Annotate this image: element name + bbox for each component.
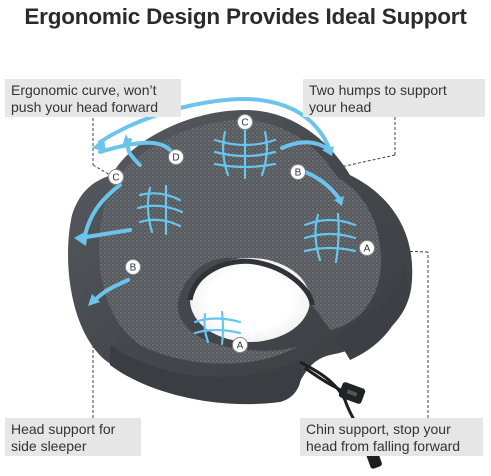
callout-line: Two humps to support (309, 82, 447, 98)
callout-line: Chin support, stop your (306, 421, 451, 437)
airflow-arrow-icon (78, 97, 342, 302)
badge-a-right: A (359, 240, 375, 256)
svg-text:A: A (364, 244, 371, 255)
arrowheads (74, 134, 344, 306)
callout-line: side sleeper (11, 438, 87, 454)
callout-line: push your head forward (11, 99, 159, 115)
badge-a-bottom: A (232, 337, 248, 353)
callout-line: your head (309, 99, 372, 115)
svg-text:D: D (172, 153, 179, 164)
badge-b-right: B (290, 164, 306, 180)
callout-chin-support: Chin support, stop your head from fallin… (300, 418, 483, 456)
callout-line: Head support for (11, 421, 116, 437)
badge-c-left: C (108, 169, 124, 185)
callout-ergonomic-curve: Ergonomic curve, won’t push your head fo… (5, 79, 181, 117)
pillow-neck-hole (190, 258, 310, 342)
svg-text:B: B (130, 263, 137, 274)
callout-line: Ergonomic curve, won’t (11, 82, 157, 98)
badge-d: D (168, 149, 184, 165)
svg-text:C: C (112, 173, 119, 184)
callout-two-humps: Two humps to support your head (303, 79, 485, 117)
badge-c-top: C (237, 114, 253, 130)
callout-head-support: Head support for side sleeper (5, 418, 141, 456)
support-wave-icon (136, 128, 357, 346)
callout-line: head from falling forward (306, 438, 461, 454)
page-title: Ergonomic Design Provides Ideal Support (24, 4, 467, 29)
svg-text:A: A (237, 341, 244, 352)
svg-text:B: B (295, 168, 302, 179)
badge-b-left: B (125, 259, 141, 275)
svg-text:C: C (241, 118, 248, 129)
